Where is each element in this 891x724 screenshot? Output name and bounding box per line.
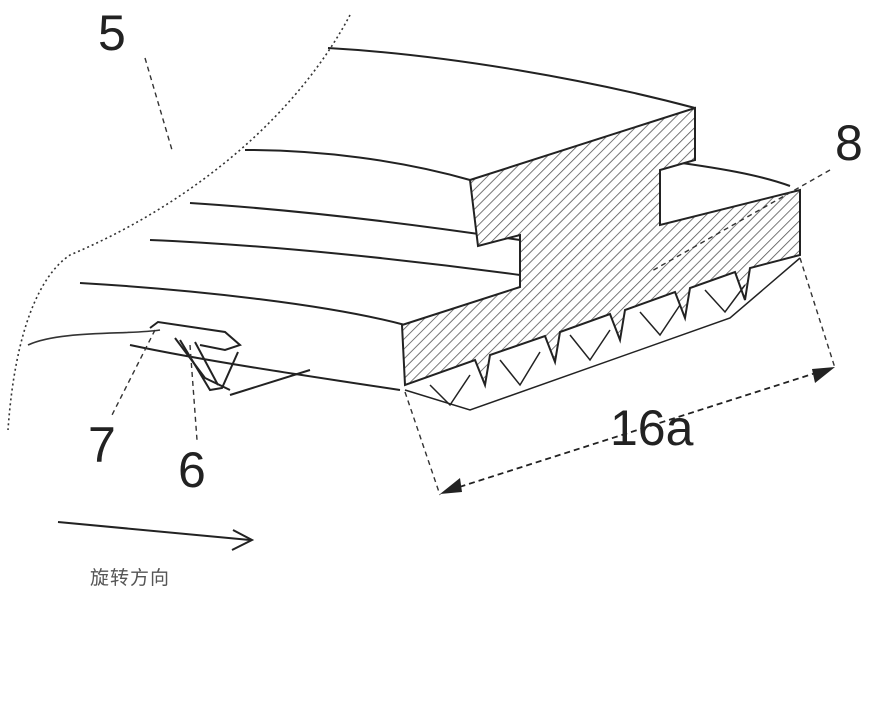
label-6: 6 [178, 442, 206, 498]
tire-outline [8, 15, 350, 430]
leader-lines [112, 58, 835, 495]
sipe-element [150, 322, 240, 390]
label-8: 8 [835, 115, 863, 171]
label-7: 7 [88, 417, 116, 473]
label-5: 5 [98, 5, 126, 61]
label-16a: 16a [610, 400, 694, 456]
rotation-arrow [58, 522, 252, 550]
rotation-direction-label: 旋转方向 [90, 567, 170, 589]
